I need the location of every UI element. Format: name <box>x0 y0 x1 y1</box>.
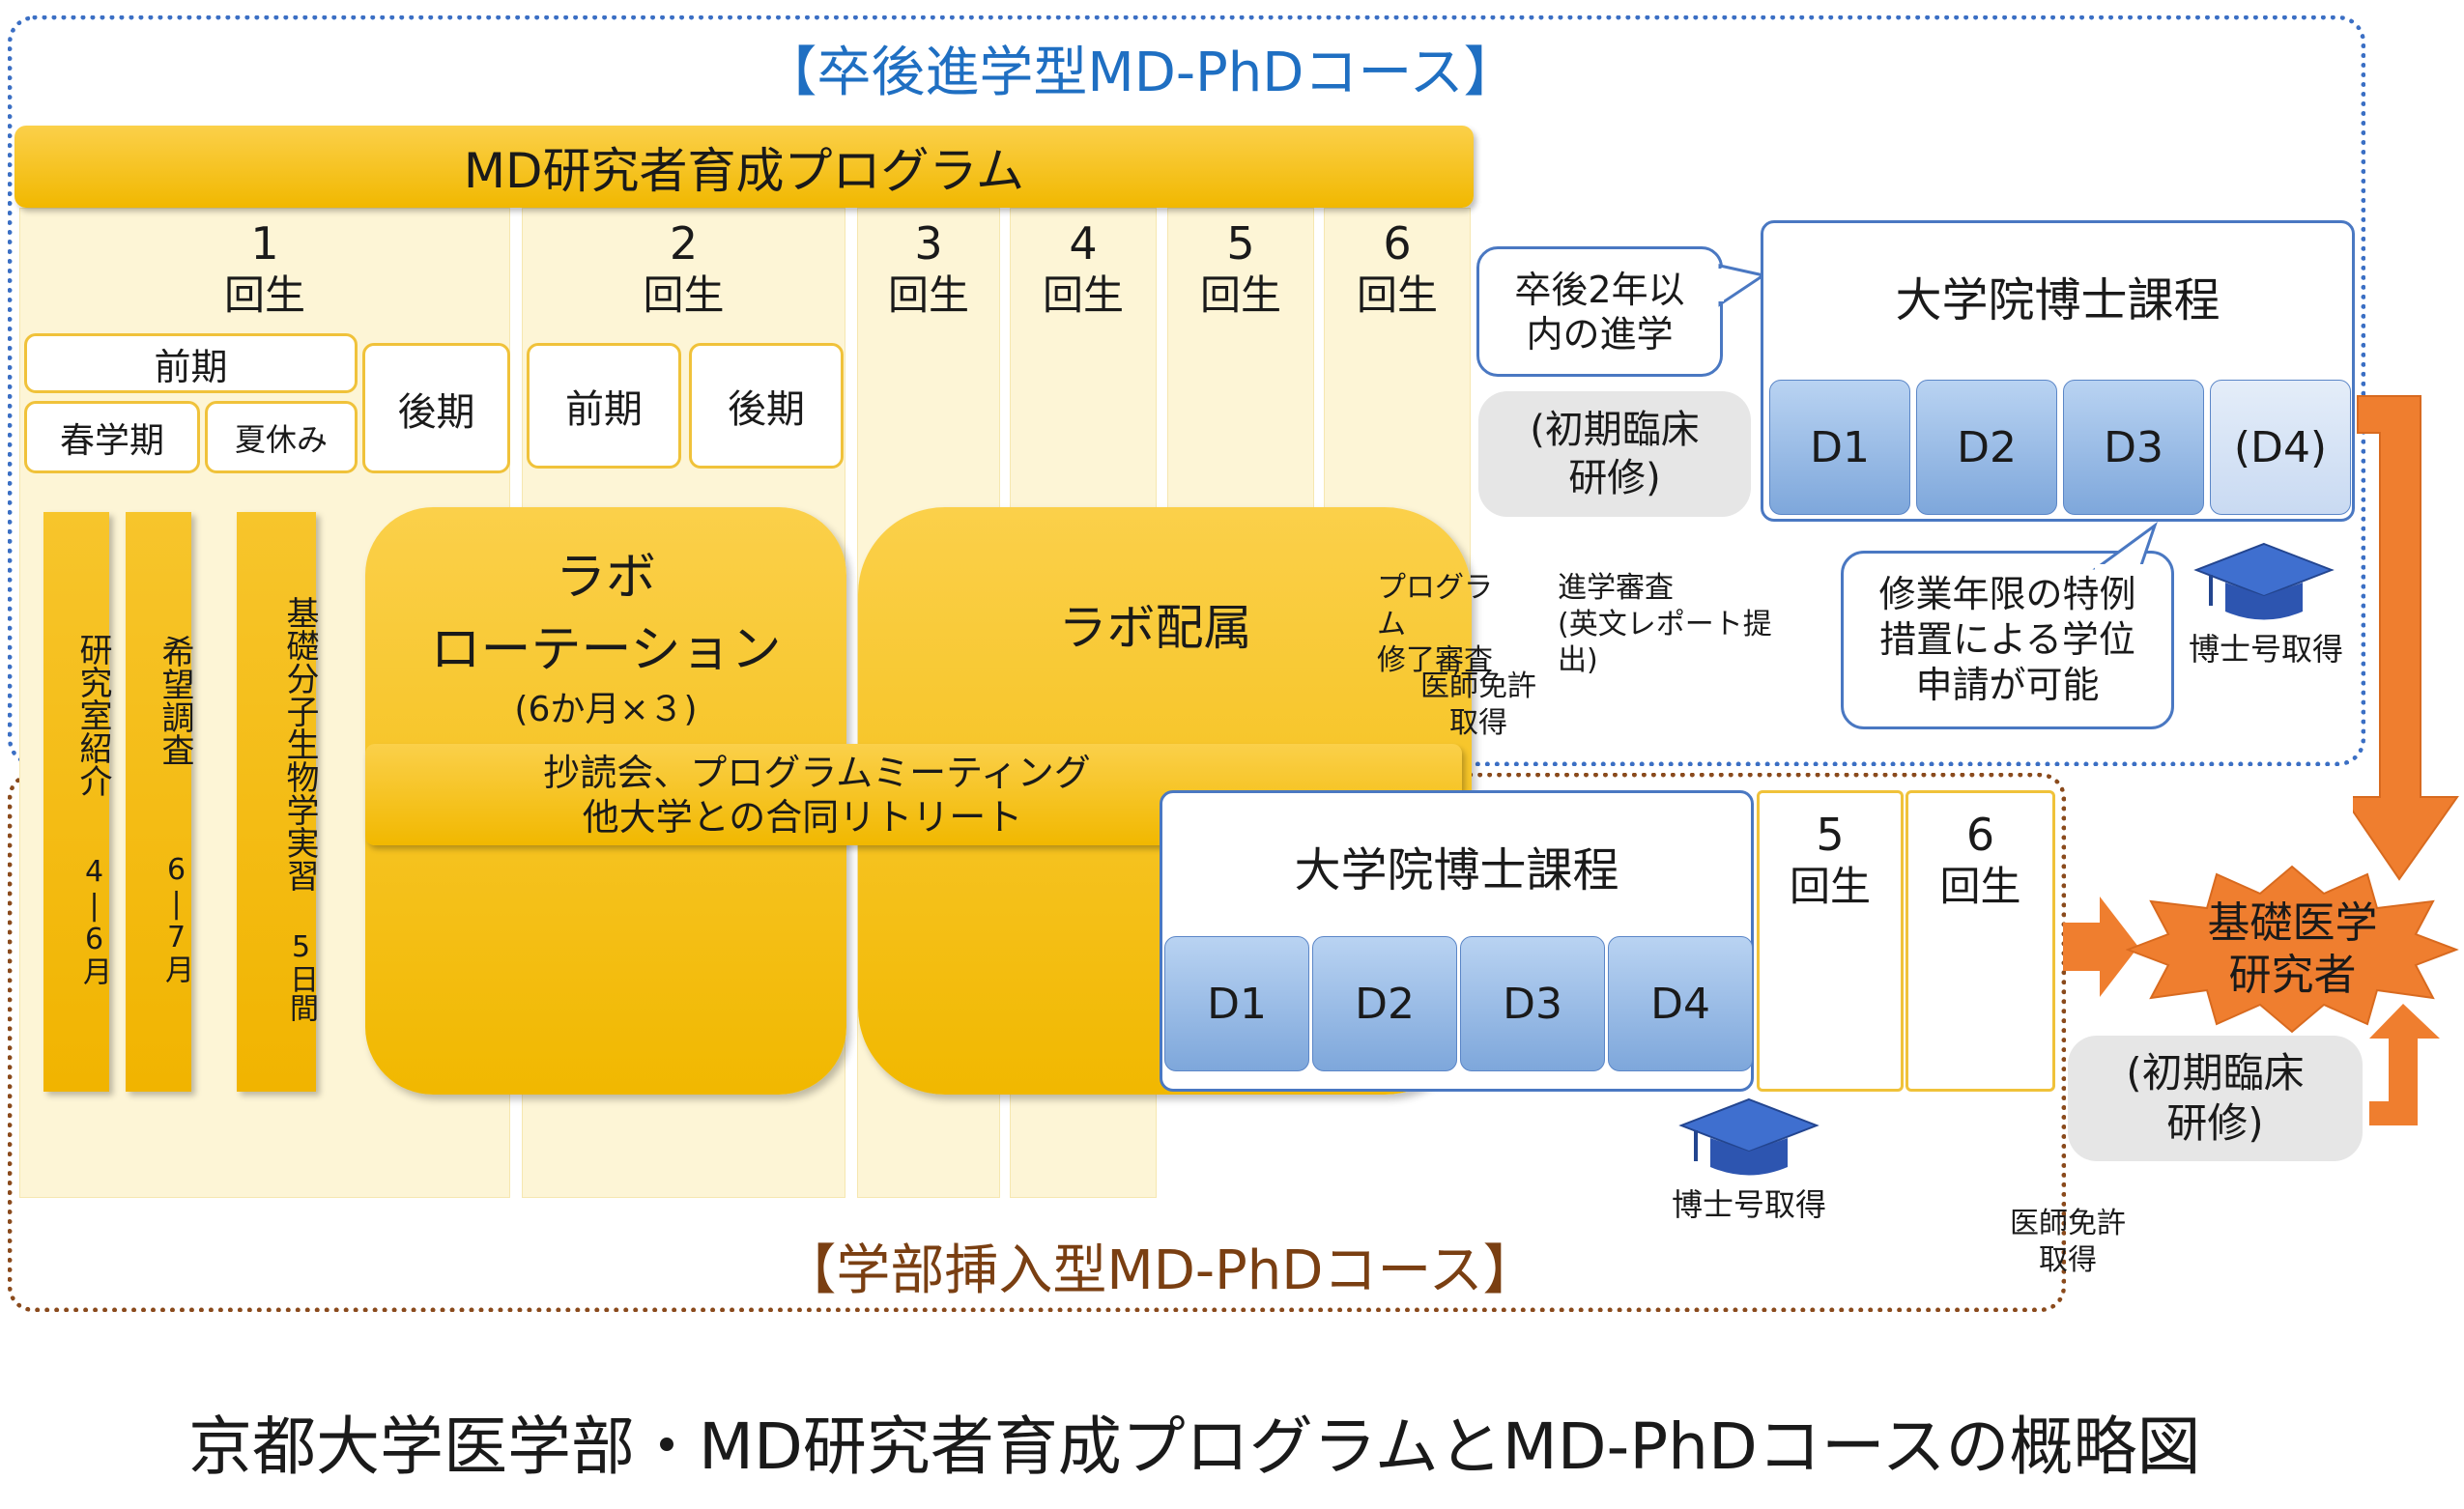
advance-review: 進学審査 (英文レポート提出) <box>1558 570 1809 679</box>
phd-label-top: 博士号取得 <box>2188 631 2343 668</box>
year-header-1: 1 回生 <box>19 217 510 324</box>
term-y2-kouki: 後期 <box>689 343 844 469</box>
bottom-d2: D2 <box>1312 936 1457 1071</box>
term-y1-haru: 春学期 <box>24 401 200 473</box>
vbar-survey: 希望調査 6|7月 <box>126 512 194 1092</box>
license-bottom: 医師免許 取得 <box>1995 1206 2140 1278</box>
year-unit: 回生 <box>223 271 305 319</box>
callout-2years: 卒後2年以 内の進学 <box>1476 246 1723 377</box>
term-y1-kouki: 後期 <box>362 343 510 473</box>
review-text: (英文レポート提出) <box>1558 607 1772 678</box>
vbar-main: 研究室紹介 <box>73 632 112 797</box>
year-number: 3 <box>914 217 943 270</box>
clinical-text: 研修) <box>2166 1099 2264 1147</box>
license-text: 医師免許 <box>2010 1207 2126 1240</box>
term-y1-natsu: 夏休み <box>205 401 358 473</box>
lab-rotation-line2: ローテーション <box>430 621 782 679</box>
special-text: 措置による学位 <box>1879 618 2135 661</box>
year-unit: 回生 <box>1199 271 1281 319</box>
year-unit: 回生 <box>1939 863 2021 910</box>
callout-text: 内の進学 <box>1526 312 1674 356</box>
year-unit: 回生 <box>1356 271 1438 319</box>
researcher-label: 基礎医学 研究者 <box>2126 865 2459 1034</box>
bottom-d1: D1 <box>1164 936 1309 1071</box>
year-unit: 回生 <box>1789 863 1871 910</box>
researcher-starburst <box>2126 865 2459 1034</box>
clinical-training-bottom: (初期臨床 研修) <box>2068 1036 2363 1161</box>
callout-text: 卒後2年以 <box>1514 268 1685 311</box>
special-pointer <box>2092 522 2158 570</box>
program-review: プログラム 修了審査 <box>1377 570 1512 679</box>
year-number: 5 <box>1226 217 1255 270</box>
clinical-text: 研修) <box>1568 456 1661 500</box>
top-d1: D1 <box>1769 380 1910 515</box>
top-d4: (D4) <box>2210 380 2351 515</box>
year-number: 1 <box>250 217 279 270</box>
arrow-right-icon <box>2063 897 2138 997</box>
clinical-text: (初期臨床 <box>2126 1049 2305 1096</box>
lab-rotation-line3: (6か月×３) <box>514 690 698 729</box>
license-top: 医師免許 取得 <box>1411 669 1546 741</box>
lab-assignment-label: ラボ配属 <box>1058 600 1252 656</box>
vbar-main: 希望調査 <box>156 634 194 766</box>
year-header-3: 3 回生 <box>857 217 1000 324</box>
graduation-cap-icon <box>2193 542 2335 620</box>
term-y2-zenki: 前期 <box>527 343 681 469</box>
meeting-line1: 抄読会、プログラムミーティング <box>543 751 1091 794</box>
arrow-down-icon <box>2353 395 2459 881</box>
vbar-sub: 5日間 <box>284 929 318 1022</box>
top-course-title: 【卒後進学型MD-PhDコース】 <box>762 41 1518 104</box>
vbar-practice: 基礎分子生物学実習 5日間 <box>237 512 319 1092</box>
year-number: 6 <box>1965 809 1995 861</box>
year-header-6: 6 回生 <box>1324 217 1471 324</box>
lab-rotation-line1: ラボ <box>555 549 656 607</box>
license-text: 医師免許 <box>1420 669 1536 703</box>
vbar-sub: 6|7月 <box>159 852 193 983</box>
clinical-text: (初期臨床 <box>1530 408 1700 452</box>
review-text: プログラム <box>1377 571 1493 641</box>
year-number: 6 <box>1383 217 1412 270</box>
bottom-d3: D3 <box>1460 936 1605 1071</box>
year-number: 5 <box>1816 809 1845 861</box>
term-y1-zenki: 前期 <box>24 333 358 393</box>
grad-school-bottom: 大学院博士課程 D1 D2 D3 D4 <box>1160 790 1754 1092</box>
callout-pointer <box>1712 264 1767 307</box>
year-header-5: 5 回生 <box>1167 217 1314 324</box>
year-unit: 回生 <box>1042 271 1124 319</box>
license-text: 取得 <box>2039 1242 2097 1277</box>
year-unit: 回生 <box>643 271 725 319</box>
review-text: 進学審査 <box>1558 571 1674 605</box>
arrow-up-icon <box>2369 1004 2440 1125</box>
grad-school-top-title: 大学院博士課程 <box>1895 273 2220 327</box>
top-d2: D2 <box>1916 380 2057 515</box>
special-text: 修業年限の特例 <box>1878 573 2136 615</box>
grad-school-top: 大学院博士課程 D1 D2 D3 (D4) <box>1761 220 2355 522</box>
vbar-sub: 4|6月 <box>77 854 111 985</box>
year-unit: 回生 <box>887 271 969 319</box>
grad-school-bottom-title: 大学院博士課程 <box>1294 843 1619 897</box>
year-header-4: 4 回生 <box>1010 217 1157 324</box>
bottom-year-5: 5 回生 <box>1757 790 1904 1092</box>
phd-label-bottom: 博士号取得 <box>1671 1186 1826 1223</box>
special-provision: 修業年限の特例 措置による学位 申請が可能 <box>1841 551 2174 729</box>
top-d3: D3 <box>2063 380 2204 515</box>
license-text: 取得 <box>1449 705 1507 740</box>
researcher-text: 基礎医学 <box>2207 897 2378 948</box>
review-text: 修了審査 <box>1377 643 1493 677</box>
year-number: 2 <box>669 217 699 270</box>
vbar-main: 基礎分子生物学実習 <box>280 595 319 892</box>
special-text: 申請が可能 <box>1915 664 2100 706</box>
figure-caption: 京都大学医学部・MD研究者育成プログラムとMD-PhDコースの概略図 <box>188 1409 2201 1484</box>
researcher-text: 研究者 <box>2228 950 2357 1000</box>
year-number: 4 <box>1069 217 1098 270</box>
meeting-line2: 他大学との合同リトリート <box>582 795 1023 839</box>
program-banner: MD研究者育成プログラム <box>14 126 1474 208</box>
bottom-course-title: 【学部挿入型MD-PhDコース】 <box>782 1239 1537 1302</box>
year-header-2: 2 回生 <box>522 217 845 324</box>
bottom-year-6: 6 回生 <box>1905 790 2055 1092</box>
vbar-lab-intro: 研究室紹介 4|6月 <box>43 512 112 1092</box>
bottom-d4: D4 <box>1608 936 1753 1071</box>
clinical-training-top: (初期臨床 研修) <box>1478 391 1751 517</box>
graduation-cap-icon <box>1678 1097 1819 1176</box>
